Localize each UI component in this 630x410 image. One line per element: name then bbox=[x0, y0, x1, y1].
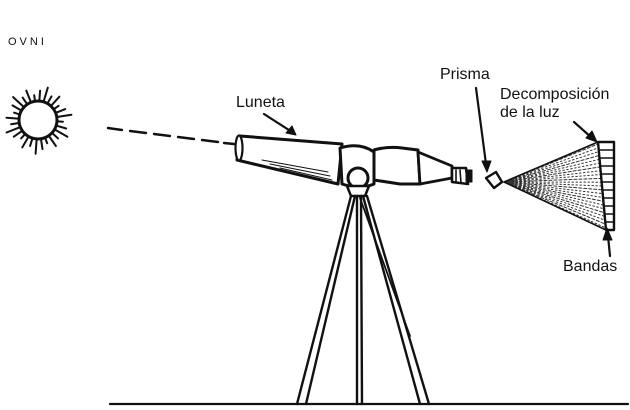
light-ray bbox=[503, 166, 601, 183]
ufo-ray bbox=[5, 126, 21, 134]
ufo-ray bbox=[33, 94, 36, 102]
light-ray bbox=[503, 174, 602, 183]
light-ray bbox=[503, 181, 604, 195]
bandas-label: Bandas bbox=[563, 258, 618, 275]
prisma-arrow bbox=[474, 86, 492, 173]
spectrum-bands bbox=[596, 140, 616, 232]
light-ray bbox=[503, 151, 600, 183]
ovni-label: OVNI bbox=[8, 36, 47, 48]
bandas-arrow bbox=[602, 227, 613, 258]
ufo-ray bbox=[25, 89, 32, 103]
light-ray bbox=[503, 162, 601, 183]
light-ray bbox=[503, 181, 603, 191]
decomposition-label-line1: Decomposición bbox=[500, 86, 610, 103]
light-ray bbox=[503, 181, 604, 202]
ufo-ray bbox=[10, 122, 20, 126]
fan-edge-top bbox=[503, 141, 599, 183]
tripod bbox=[295, 194, 431, 406]
ufo-ray bbox=[13, 111, 20, 116]
light-ray bbox=[503, 181, 607, 229]
ufo-ray bbox=[56, 124, 68, 130]
ufo-ray bbox=[21, 96, 28, 105]
ufo-ray bbox=[12, 96, 25, 108]
ufo-ray bbox=[56, 113, 73, 118]
light-ray bbox=[503, 170, 601, 183]
ufo-ray bbox=[50, 95, 61, 107]
light-ray bbox=[503, 181, 606, 217]
mount-collar bbox=[345, 184, 371, 198]
line-of-sight bbox=[106, 126, 236, 146]
light-ray bbox=[503, 177, 602, 183]
ufo-ray bbox=[51, 132, 59, 140]
luneta-label: Luneta bbox=[236, 94, 285, 111]
telescope-main-tube bbox=[235, 134, 344, 186]
light-ray bbox=[503, 181, 603, 187]
light-ray bbox=[503, 181, 607, 225]
light-ray bbox=[503, 147, 599, 183]
decomposition-arrow bbox=[572, 120, 598, 143]
ufo-ray bbox=[20, 133, 26, 140]
ufo-object bbox=[5, 86, 73, 155]
light-ray bbox=[503, 181, 605, 214]
ufo-ray bbox=[38, 89, 42, 101]
ufo-ray bbox=[5, 116, 19, 120]
eyepiece-lens bbox=[465, 169, 473, 183]
ufo-ray bbox=[48, 135, 57, 147]
ufo-ray bbox=[42, 86, 49, 102]
light-ray bbox=[503, 181, 604, 198]
prisma-label: Prisma bbox=[440, 66, 490, 83]
light-decomposition-fan bbox=[503, 141, 607, 231]
telescope-drawtube bbox=[416, 150, 454, 186]
ufo-ray bbox=[21, 136, 30, 149]
telescope-rear-tube bbox=[372, 145, 422, 186]
ufo-ray bbox=[53, 104, 60, 110]
telescope-objective bbox=[234, 134, 244, 162]
ufo-ray bbox=[55, 108, 67, 114]
prism bbox=[484, 170, 504, 190]
decomposition-label-line2: de la luz bbox=[500, 104, 560, 122]
ufo-ray bbox=[54, 128, 69, 138]
fan-edge-bottom bbox=[503, 181, 607, 231]
luneta-arrow bbox=[262, 112, 297, 136]
ufo-ray bbox=[46, 95, 53, 104]
ufo-ray bbox=[11, 104, 22, 112]
light-ray bbox=[503, 158, 600, 183]
telescope bbox=[234, 134, 473, 198]
ufo-rays bbox=[5, 86, 73, 155]
ufo-ray bbox=[29, 138, 34, 147]
ufo-core bbox=[17, 99, 59, 141]
ufo-ray bbox=[44, 137, 49, 145]
light-ray bbox=[503, 155, 600, 183]
ufo-ray bbox=[40, 138, 44, 151]
decomposition-label: Decomposición de la luz bbox=[500, 86, 609, 123]
ufo-ray bbox=[12, 130, 23, 138]
ufo-ray bbox=[34, 139, 38, 155]
light-ray bbox=[503, 181, 605, 206]
light-ray bbox=[503, 181, 605, 210]
